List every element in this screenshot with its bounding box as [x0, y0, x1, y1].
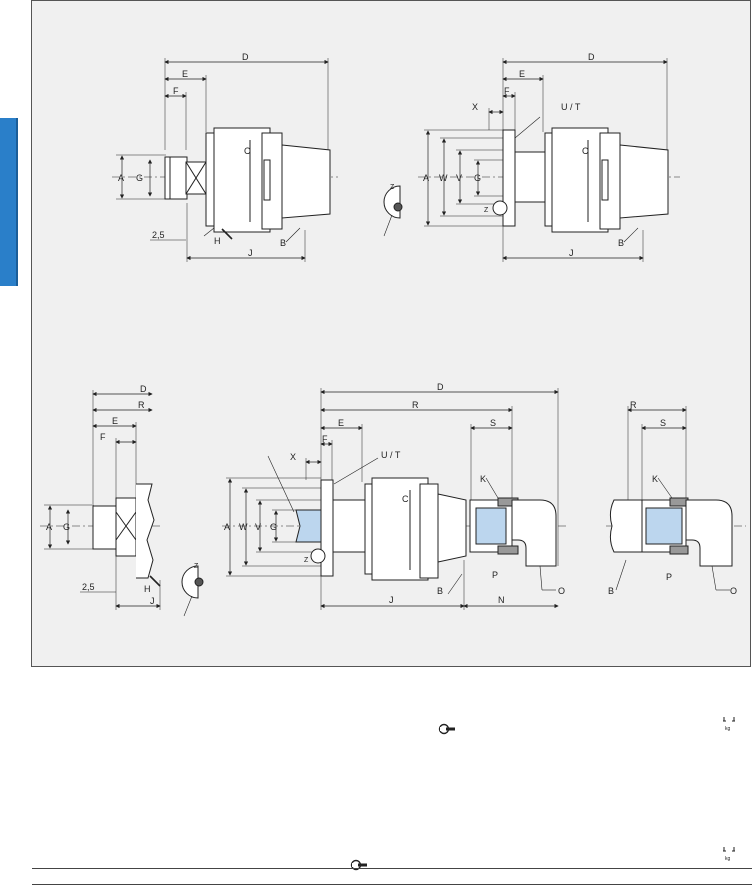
label-Z-small: Z: [484, 207, 489, 214]
label-2-5-b: 2,5: [82, 582, 95, 592]
table-bottom-rule: [32, 884, 752, 885]
label-D: D: [242, 52, 249, 62]
label-U-T-2: U / T: [381, 450, 401, 460]
figure-5: [606, 406, 746, 591]
label-A-2: A: [423, 173, 429, 183]
section-side-tab: [0, 118, 16, 286]
label-K-2: K: [652, 474, 658, 484]
label-S-2: S: [660, 418, 666, 428]
label-B-3: B: [437, 586, 443, 596]
label-X-2: X: [290, 452, 296, 462]
label-A-4: A: [224, 522, 230, 532]
weight-kg-icon: kg: [723, 717, 735, 732]
label-K: K: [480, 474, 486, 484]
label-W: W: [439, 173, 448, 183]
label-E-4: E: [338, 418, 344, 428]
label-Z-detail-2: Z: [194, 563, 199, 570]
label-A-3: A: [46, 522, 52, 532]
svg-text:kg: kg: [725, 726, 731, 732]
label-E-3: E: [112, 416, 118, 426]
label-F-2: F: [504, 86, 510, 96]
label-C-2: C: [582, 146, 589, 156]
label-U-T: U / T: [561, 102, 581, 112]
label-G: G: [136, 173, 143, 183]
label-J-4: J: [389, 595, 394, 605]
label-R-3: R: [630, 400, 637, 410]
figure-1: [112, 58, 338, 262]
figure-5-labels: R S K P B O: [608, 400, 737, 596]
label-H: H: [214, 236, 221, 246]
label-D-2: D: [588, 52, 595, 62]
label-J: J: [248, 248, 253, 258]
label-J-2: J: [569, 248, 574, 258]
label-V-2: V: [255, 522, 261, 532]
wrench-icon-2: [350, 859, 367, 871]
label-V: V: [456, 173, 462, 183]
label-S: S: [490, 418, 496, 428]
label-Z-detail: Z: [390, 184, 395, 191]
label-F: F: [173, 86, 179, 96]
label-G-4: G: [270, 522, 277, 532]
label-2-5: 2,5: [152, 230, 165, 240]
label-O-2: O: [730, 586, 737, 596]
label-Z-small-2: Z: [304, 557, 309, 564]
label-E: E: [182, 69, 188, 79]
label-F-4: F: [322, 434, 328, 444]
label-P: P: [492, 570, 498, 580]
wrench-icon: [438, 723, 455, 735]
label-E-2: E: [519, 69, 525, 79]
label-P-2: P: [666, 572, 672, 582]
label-N: N: [498, 595, 505, 605]
label-C: C: [244, 146, 251, 156]
label-G-3: G: [63, 522, 70, 532]
figure-3: [40, 390, 204, 617]
figure-2-labels: D E F X U / T A W V G C Z Z J B: [390, 52, 624, 258]
figure-1-labels: D E F A G C 2,5 H J B: [118, 52, 286, 258]
figure-3-labels: D R E F A G 2,5 H J Z: [46, 384, 199, 606]
label-O: O: [558, 586, 565, 596]
label-W-2: W: [239, 522, 248, 532]
label-R: R: [138, 400, 145, 410]
label-F-3: F: [100, 432, 106, 442]
section-side-tab-edge: [16, 118, 18, 286]
label-R-2: R: [412, 400, 419, 410]
label-X: X: [472, 102, 478, 112]
label-D-3: D: [140, 384, 147, 394]
figure-4-labels: D R E F S X U / T K A W V G C Z P B O J …: [224, 382, 565, 605]
label-B-2: B: [618, 238, 624, 248]
label-H-3: H: [144, 584, 151, 594]
label-D-4: D: [437, 382, 444, 392]
label-J-3: J: [150, 596, 155, 606]
label-G-2: G: [474, 173, 481, 183]
figure-4: [222, 388, 566, 610]
table-divider: [32, 868, 752, 869]
svg-text:kg: kg: [725, 856, 731, 862]
weight-kg-icon-2: kg: [723, 847, 735, 862]
figure-2: [383, 58, 680, 262]
label-B: B: [280, 238, 286, 248]
label-C-3: C: [402, 494, 409, 504]
label-A: A: [118, 173, 124, 183]
label-B-4: B: [608, 586, 614, 596]
